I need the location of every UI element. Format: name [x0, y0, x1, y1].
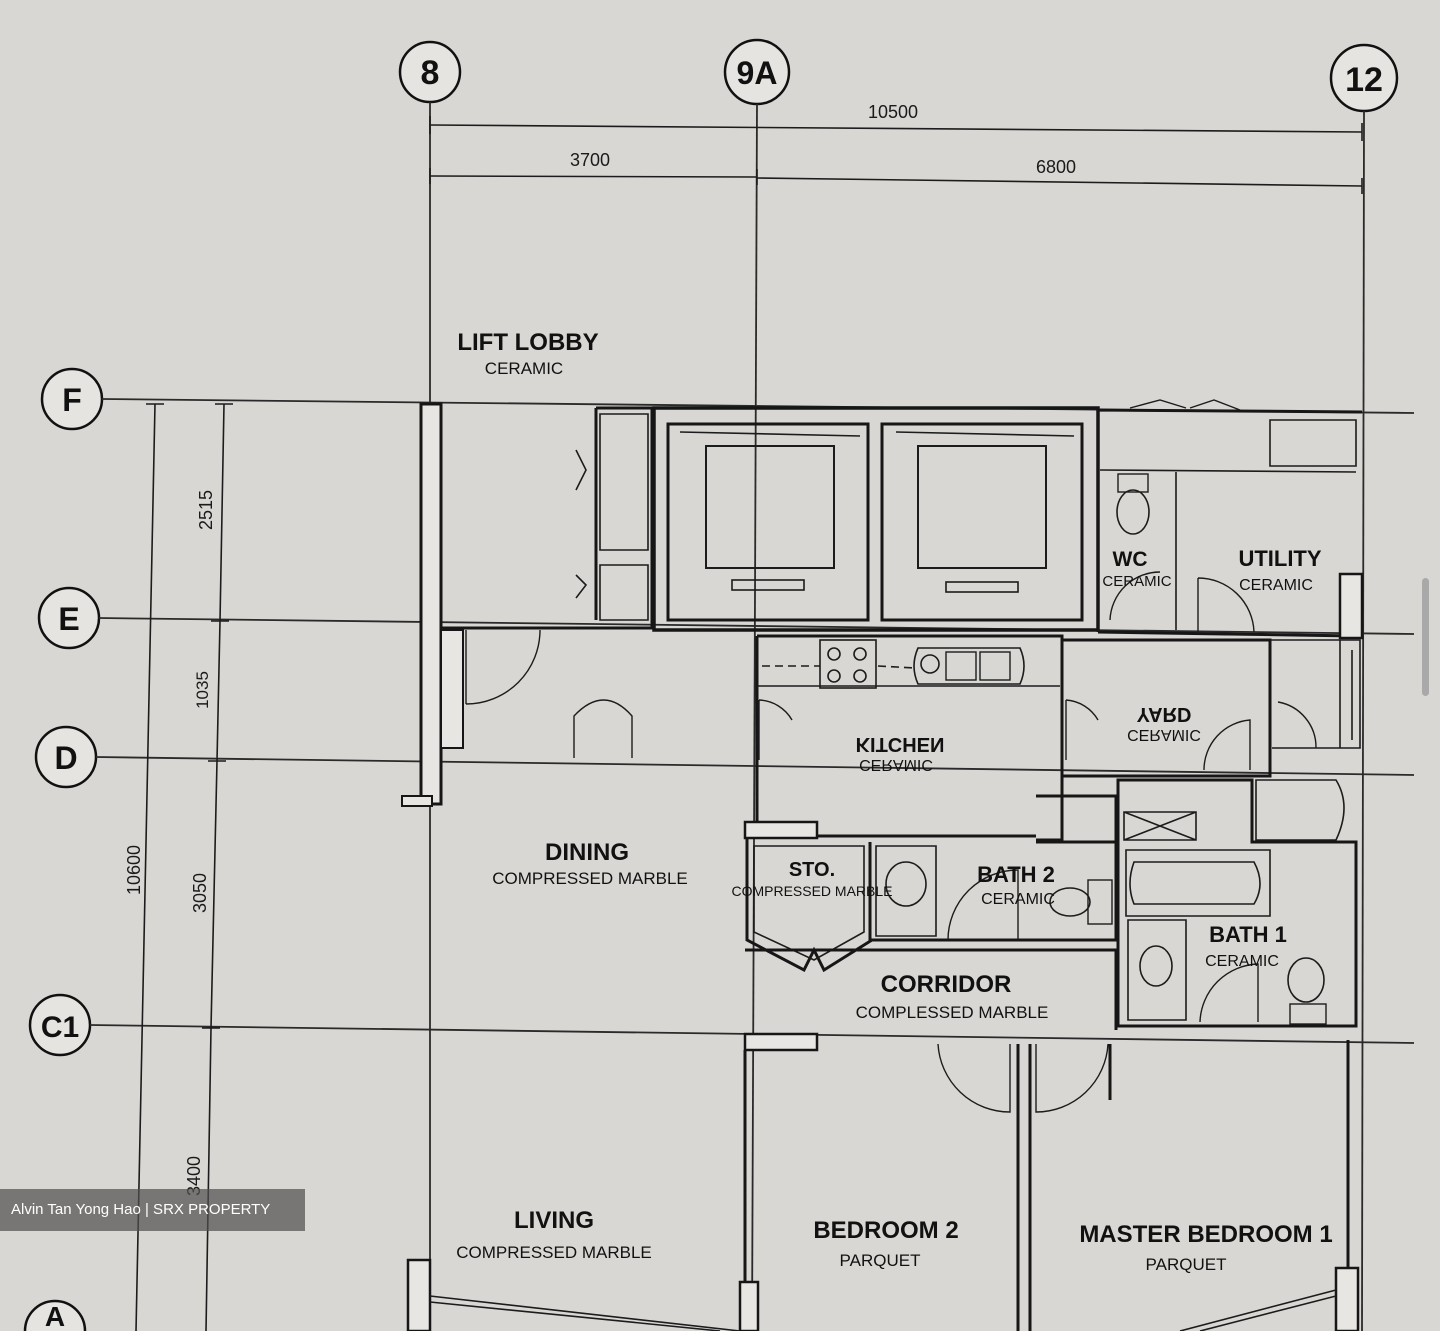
- grid-row-d-label: D: [54, 740, 77, 776]
- room-kitchen-material: CERAMIC: [859, 756, 933, 773]
- dimension-f-e: 2515: [196, 403, 233, 622]
- grid-row-f-label: F: [62, 382, 82, 418]
- room-store-material: COMPRESSED MARBLE: [731, 883, 892, 899]
- room-utility-name: UTILITY: [1238, 546, 1321, 571]
- room-bath2-material: CERAMIC: [981, 891, 1055, 908]
- dimension-overall-width-label: 10500: [868, 102, 918, 122]
- room-corridor-material: COMPLESSED MARBLE: [856, 1003, 1049, 1022]
- room-bedroom2-material: PARQUET: [840, 1251, 921, 1270]
- grid-column-9a: 9A: [723, 38, 791, 1331]
- room-lift-lobby-material: CERAMIC: [485, 359, 563, 378]
- room-dining: DINING COMPRESSED MARBLE: [492, 839, 688, 888]
- dimension-overall-depth: 10600: [124, 403, 164, 1331]
- room-corridor-name: CORRIDOR: [881, 971, 1012, 998]
- room-dining-name: DINING: [545, 839, 629, 866]
- room-bath1: BATH 1 CERAMIC: [1205, 922, 1287, 970]
- room-kitchen-name: KITCHEN: [856, 733, 945, 755]
- room-utility: UTILITY CERAMIC: [1238, 546, 1321, 594]
- dimension-8-9a: 3700: [429, 150, 758, 185]
- room-yard: YARD CERAMIC: [1127, 703, 1201, 743]
- room-master-bedroom: MASTER BEDROOM 1 PARQUET: [1079, 1221, 1332, 1274]
- room-lift-lobby: LIFT LOBBY CERAMIC: [457, 329, 598, 378]
- grid-row-d: D: [34, 725, 1415, 789]
- room-living: LIVING COMPRESSED MARBLE: [456, 1207, 652, 1262]
- room-bath2: BATH 2 CERAMIC: [977, 862, 1055, 908]
- grid-row-a: A: [23, 1299, 87, 1331]
- grid-row-e-label: E: [58, 601, 79, 637]
- room-yard-name: YARD: [1137, 703, 1192, 725]
- room-bedroom2: BEDROOM 2 PARQUET: [813, 1217, 958, 1270]
- dimension-8-9a-label: 3700: [570, 150, 610, 170]
- grid-row-e: E: [37, 586, 1415, 650]
- room-wc-material: CERAMIC: [1102, 573, 1171, 590]
- dimension-e-d-label: 1035: [193, 671, 212, 709]
- dimension-c1-a: 3400: [184, 1027, 212, 1331]
- room-utility-material: CERAMIC: [1239, 577, 1313, 594]
- grid-row-a-label: A: [45, 1301, 65, 1331]
- page-scrollbar[interactable]: [1422, 578, 1429, 696]
- grid-column-9a-label: 9A: [737, 55, 778, 91]
- room-store: STO. COMPRESSED MARBLE: [731, 859, 892, 899]
- room-master-bedroom-material: PARQUET: [1146, 1255, 1227, 1274]
- room-bedroom2-name: BEDROOM 2: [813, 1217, 958, 1244]
- dimension-f-e-label: 2515: [196, 490, 216, 530]
- walls: [401, 399, 1364, 1331]
- door-swings: [465, 571, 1317, 1113]
- room-store-name: STO.: [789, 859, 835, 881]
- room-master-bedroom-name: MASTER BEDROOM 1: [1079, 1221, 1332, 1248]
- dimension-9a-12: 6800: [756, 157, 1363, 194]
- room-dining-material: COMPRESSED MARBLE: [492, 869, 688, 888]
- room-yard-material: CERAMIC: [1127, 726, 1201, 743]
- room-bath1-material: CERAMIC: [1205, 953, 1279, 970]
- room-bath2-name: BATH 2: [977, 862, 1055, 887]
- grid-column-12-label: 12: [1345, 61, 1383, 99]
- room-wc: WC CERAMIC: [1102, 548, 1171, 590]
- grid-column-8-label: 8: [421, 54, 440, 92]
- room-lift-lobby-name: LIFT LOBBY: [457, 329, 598, 356]
- photo-credit-watermark: Alvin Tan Yong Hao | SRX PROPERTY: [0, 1189, 305, 1231]
- dimension-overall-depth-label: 10600: [124, 845, 144, 895]
- grid-row-c1-label: C1: [41, 1011, 79, 1044]
- room-living-material: COMPRESSED MARBLE: [456, 1243, 652, 1262]
- room-kitchen: KITCHEN CERAMIC: [856, 733, 945, 773]
- dimension-9a-12-label: 6800: [1036, 157, 1076, 177]
- room-bath1-name: BATH 1: [1209, 922, 1287, 947]
- dimension-overall-width: 10500: [429, 102, 1363, 141]
- room-living-name: LIVING: [514, 1207, 594, 1234]
- room-wc-name: WC: [1113, 548, 1148, 571]
- dimension-d-c1-label: 3050: [190, 873, 210, 913]
- room-corridor: CORRIDOR COMPLESSED MARBLE: [856, 971, 1049, 1022]
- grid-column-12: 12: [1329, 43, 1399, 1331]
- dimension-c1-a-label: 3400: [184, 1156, 204, 1196]
